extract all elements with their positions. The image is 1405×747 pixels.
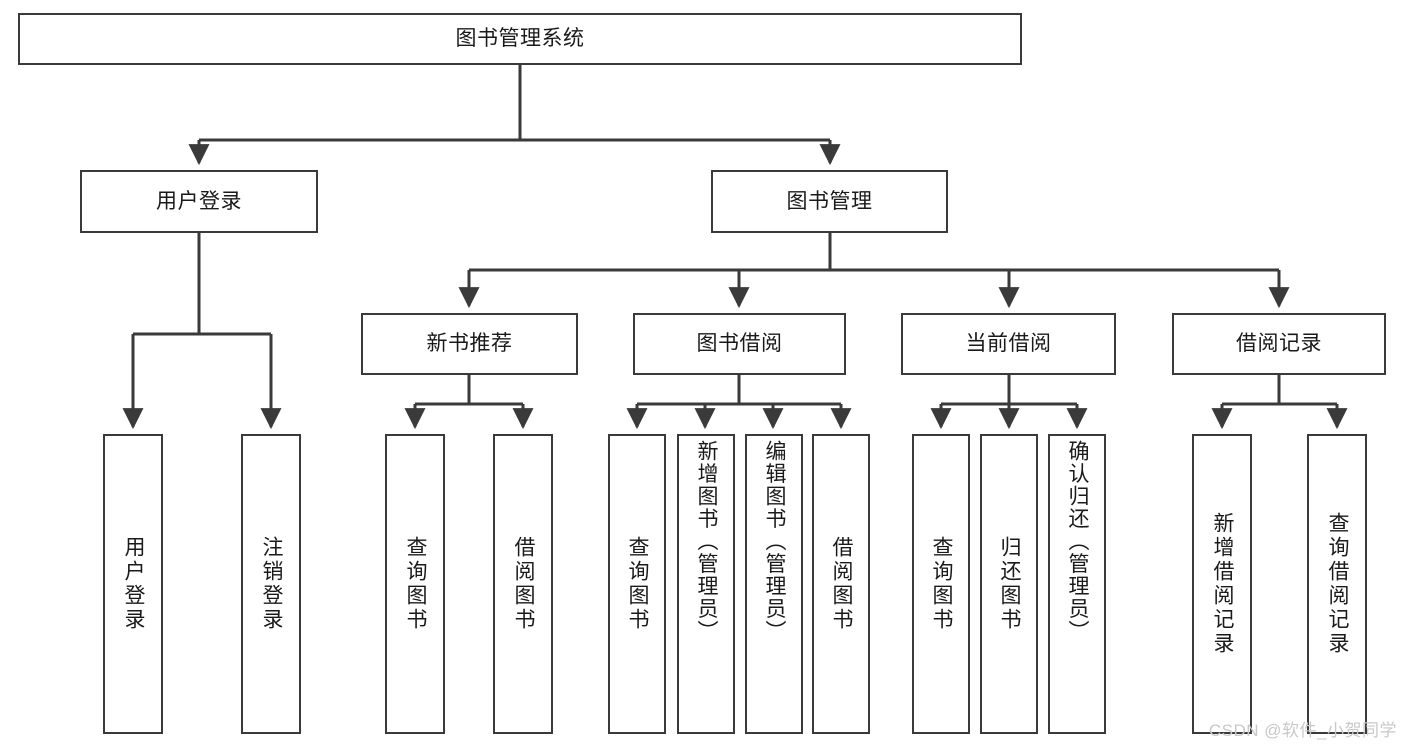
node-user-login[interactable]: 用户登录 (80, 170, 318, 233)
leaf-add-book-admin[interactable]: 新增图书（管理员） (677, 434, 735, 734)
node-book-management[interactable]: 图书管理 (711, 170, 948, 233)
leaf-query-book-recommend-label: 查询图书 (404, 536, 428, 632)
leaf-query-book-recommend[interactable]: 查询图书 (385, 434, 445, 734)
node-book-borrow[interactable]: 图书借阅 (633, 313, 846, 375)
csdn-watermark: CSDN @软件_小贺同学 (1208, 721, 1397, 740)
node-book-borrow-label: 图书借阅 (696, 332, 783, 356)
node-user-login-label: 用户登录 (156, 189, 242, 213)
leaf-add-book-admin-label: 新增图书（管理员） (695, 440, 719, 643)
node-current-borrow-label: 当前借阅 (965, 332, 1052, 356)
leaf-borrow-book-label: 借阅图书 (830, 536, 854, 632)
node-borrow-records[interactable]: 借阅记录 (1172, 313, 1386, 375)
leaf-query-borrow-record[interactable]: 查询借阅记录 (1307, 434, 1367, 734)
leaf-add-borrow-record-label: 新增借阅记录 (1211, 512, 1235, 656)
node-new-book-recommend[interactable]: 新书推荐 (361, 313, 578, 375)
leaf-logout-label: 注销登录 (260, 536, 284, 632)
node-current-borrow[interactable]: 当前借阅 (901, 313, 1116, 375)
leaf-borrow-book-recommend-label: 借阅图书 (512, 536, 536, 632)
leaf-query-book-current[interactable]: 查询图书 (912, 434, 970, 734)
node-new-book-recommend-label: 新书推荐 (426, 332, 513, 356)
leaf-query-book-current-label: 查询图书 (930, 536, 954, 632)
node-root-label: 图书管理系统 (455, 27, 585, 51)
leaf-edit-book-admin[interactable]: 编辑图书（管理员） (745, 434, 803, 734)
node-book-management-label: 图书管理 (786, 189, 873, 213)
leaf-confirm-return-admin-label: 确认归还（管理员） (1066, 440, 1090, 643)
node-borrow-records-label: 借阅记录 (1236, 332, 1322, 356)
leaf-confirm-return-admin[interactable]: 确认归还（管理员） (1048, 434, 1106, 734)
leaf-query-book-borrow[interactable]: 查询图书 (608, 434, 666, 734)
leaf-query-borrow-record-label: 查询借阅记录 (1326, 512, 1350, 656)
node-root[interactable]: 图书管理系统 (18, 13, 1022, 65)
leaf-edit-book-admin-label: 编辑图书（管理员） (763, 440, 787, 643)
leaf-return-book-label: 归还图书 (998, 536, 1022, 632)
leaf-borrow-book-recommend[interactable]: 借阅图书 (493, 434, 553, 734)
leaf-borrow-book[interactable]: 借阅图书 (812, 434, 870, 734)
leaf-user-login-label: 用户登录 (122, 536, 146, 632)
leaf-return-book[interactable]: 归还图书 (980, 434, 1038, 734)
leaf-user-login[interactable]: 用户登录 (103, 434, 163, 734)
leaf-logout[interactable]: 注销登录 (241, 434, 301, 734)
leaf-query-book-borrow-label: 查询图书 (626, 536, 650, 632)
leaf-add-borrow-record[interactable]: 新增借阅记录 (1192, 434, 1252, 734)
